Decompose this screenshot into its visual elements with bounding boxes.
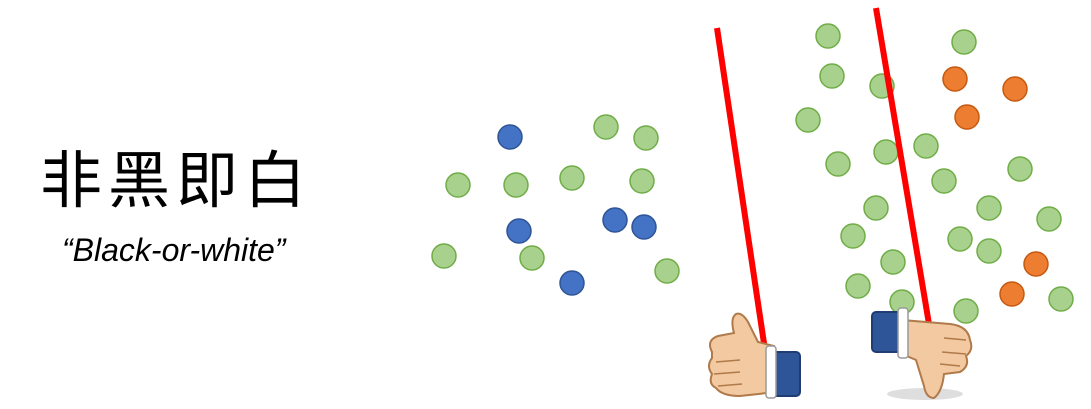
green-dot: [931, 168, 957, 194]
green-dot: [951, 29, 977, 55]
green-dot: [503, 172, 529, 198]
green-dot: [1036, 206, 1062, 232]
green-dot: [431, 243, 457, 269]
green-dot: [559, 165, 585, 191]
green-dot: [815, 23, 841, 49]
green-dot: [840, 223, 866, 249]
green-dot: [863, 195, 889, 221]
thumbs-up-icon: [708, 312, 801, 399]
green-dot: [976, 195, 1002, 221]
green-dot: [445, 172, 471, 198]
thumbs-down-icon: [871, 307, 973, 400]
green-dot: [947, 226, 973, 252]
blue-dot: [497, 124, 523, 150]
green-dot: [819, 63, 845, 89]
blue-dot: [602, 207, 628, 233]
dot-group: [431, 23, 1074, 324]
green-dot: [795, 107, 821, 133]
green-dot: [976, 238, 1002, 264]
green-dot: [913, 133, 939, 159]
orange-dot: [1023, 251, 1049, 277]
green-dot: [654, 258, 680, 284]
orange-dot: [1002, 76, 1028, 102]
orange-dot: [999, 281, 1025, 307]
title-chinese: 非黑即白: [40, 144, 313, 217]
separator-line-right: [873, 7, 933, 331]
orange-dot: [954, 104, 980, 130]
green-dot: [953, 298, 979, 324]
green-dot: [629, 168, 655, 194]
separator-line-left: [714, 27, 768, 351]
blue-dot: [559, 270, 585, 296]
blue-dot: [506, 218, 532, 244]
green-dot: [633, 125, 659, 151]
green-dot: [519, 245, 545, 271]
green-dot: [1048, 286, 1074, 312]
green-dot: [873, 139, 899, 165]
subtitle-english: “Black-or-white”: [62, 232, 286, 268]
orange-dot: [942, 66, 968, 92]
green-dot: [880, 249, 906, 275]
green-dot: [845, 273, 871, 299]
green-dot: [825, 151, 851, 177]
blue-dot: [631, 214, 657, 240]
green-dot: [1007, 156, 1033, 182]
green-dot: [593, 114, 619, 140]
